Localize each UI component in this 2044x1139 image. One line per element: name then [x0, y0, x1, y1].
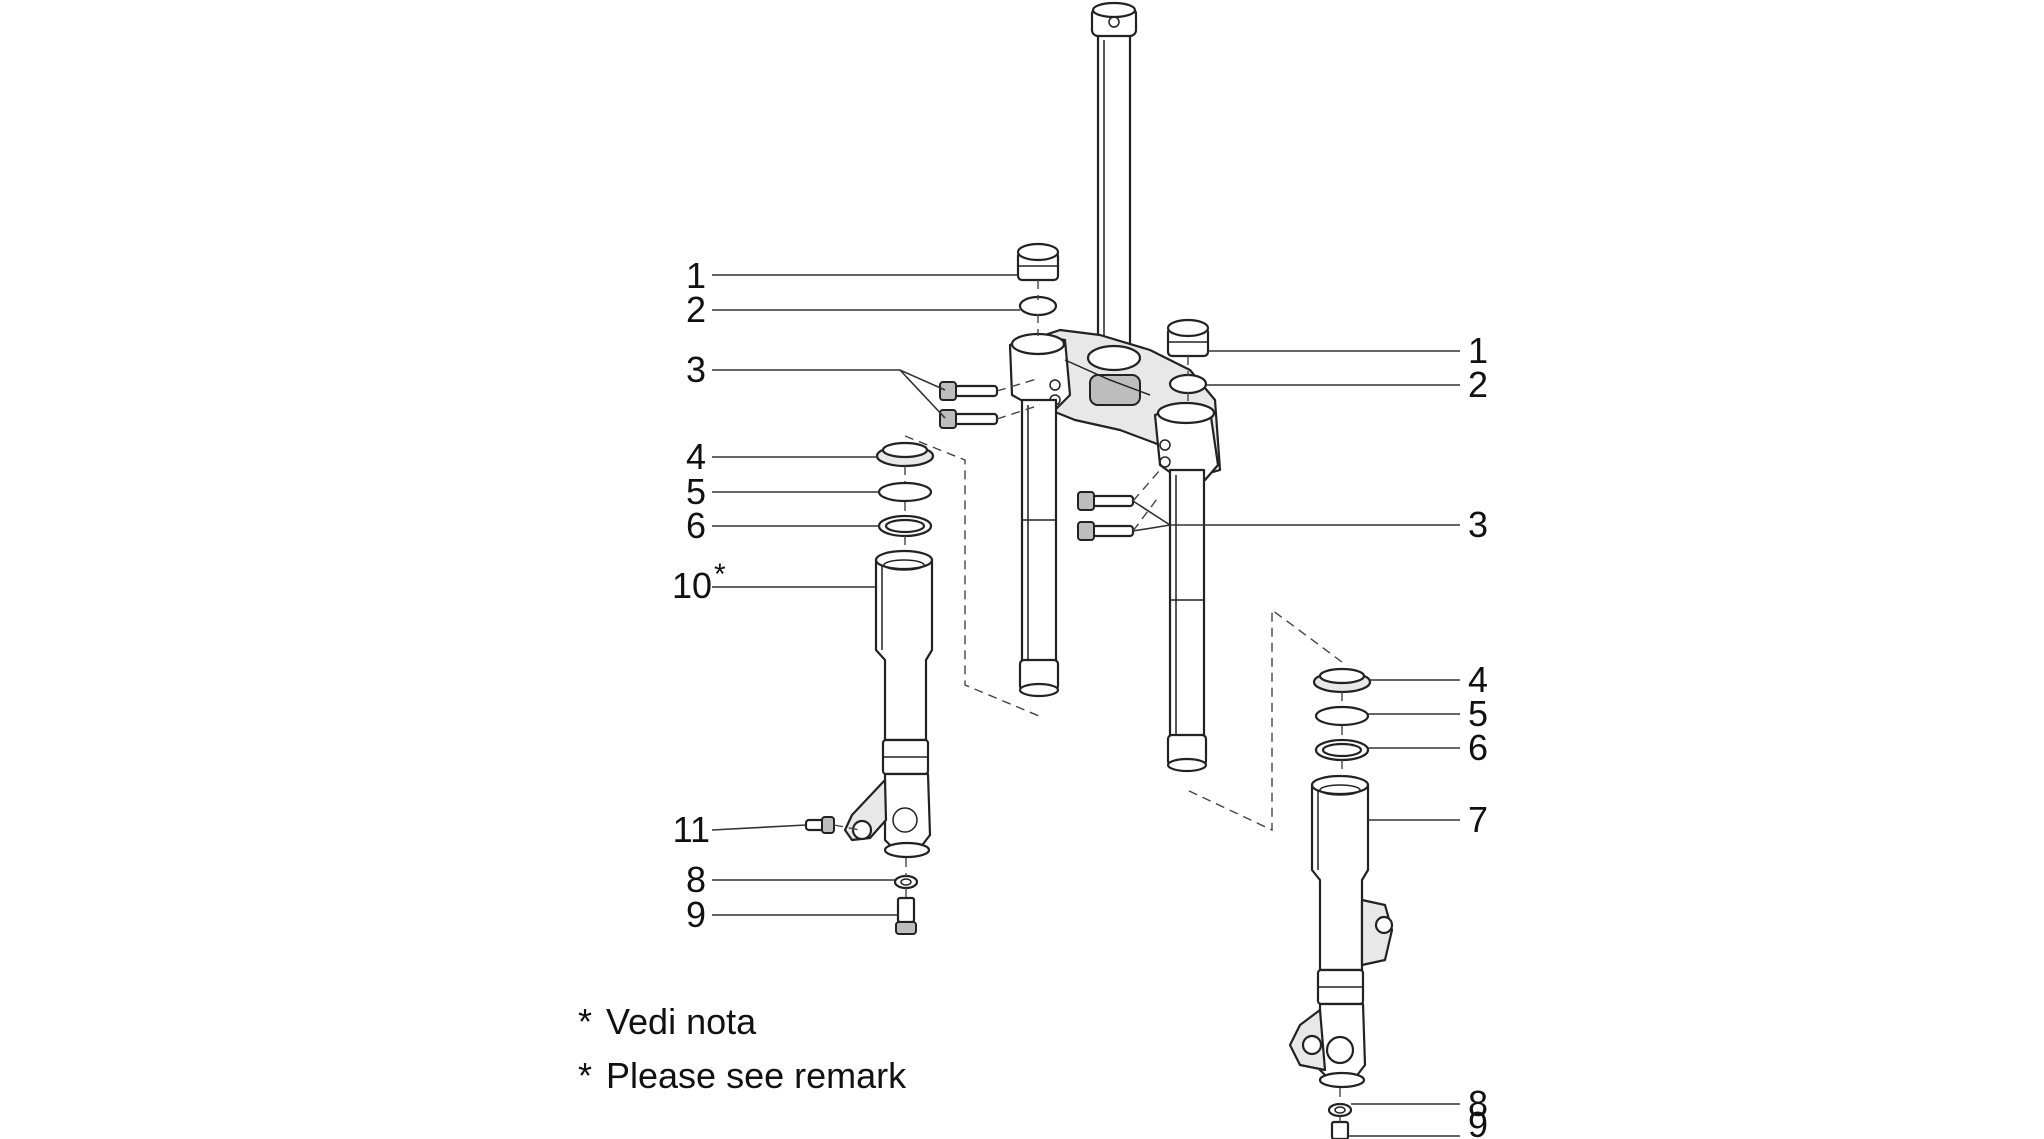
callout-4-left: 4	[686, 436, 706, 477]
callout-1-right: 1	[1468, 330, 1488, 371]
leader-lines	[711, 274, 1460, 1137]
left-washer	[893, 874, 919, 890]
note-italian: Vedi nota	[606, 1001, 757, 1042]
callout-7: 7	[1468, 799, 1488, 840]
callout-10-star: *	[714, 558, 726, 591]
footnotes: * Vedi nota * Please see remark	[578, 1001, 907, 1096]
left-bleed-screw	[804, 816, 835, 834]
callout-9-right: 9	[1468, 1104, 1488, 1139]
callout-3-right: 3	[1468, 504, 1488, 545]
callout-6-right: 6	[1468, 727, 1488, 768]
callout-2-left: 2	[686, 289, 706, 330]
left-upper-cap	[1016, 242, 1060, 317]
right-inner-tube	[1166, 468, 1208, 773]
left-seal-set	[875, 441, 935, 538]
right-bottom-bolt	[1330, 1120, 1350, 1139]
note-english: Please see remark	[606, 1055, 907, 1096]
assembly-dash-lines	[833, 280, 1343, 1122]
right-upper-cap	[1166, 318, 1210, 395]
left-fork-leg	[843, 549, 934, 859]
callout-8-left: 8	[686, 859, 706, 900]
callout-1-left: 1	[686, 255, 706, 296]
right-seal-set	[1312, 667, 1372, 762]
callout-2-right: 2	[1468, 364, 1488, 405]
callout-3-left: 3	[686, 349, 706, 390]
callout-10: 10	[672, 565, 712, 606]
steering-stem	[1090, 1, 1138, 362]
left-bottom-bolt	[895, 896, 917, 935]
callout-5-left: 5	[686, 471, 706, 512]
right-washer	[1327, 1102, 1353, 1118]
callouts-right: 1 2 3 4 5 6 7 8 9	[1468, 330, 1488, 1139]
callouts-left: 1 2 3 4 5 6 10 * 11 8 9	[672, 255, 726, 935]
right-fork-leg	[1288, 774, 1394, 1089]
callout-11: 11	[673, 809, 710, 850]
left-clamp-bolts	[939, 381, 999, 429]
callout-9-left: 9	[686, 894, 706, 935]
callout-8-right: 8	[1468, 1083, 1488, 1124]
right-clamp-bolts	[1077, 491, 1135, 541]
note-star-2: *	[578, 1055, 592, 1096]
callout-5-right: 5	[1468, 693, 1488, 734]
left-inner-tube	[1018, 398, 1060, 698]
triple-clamp	[1008, 328, 1222, 482]
callout-4-right: 4	[1468, 659, 1488, 700]
callout-6-left: 6	[686, 505, 706, 546]
note-star-1: *	[578, 1001, 592, 1042]
